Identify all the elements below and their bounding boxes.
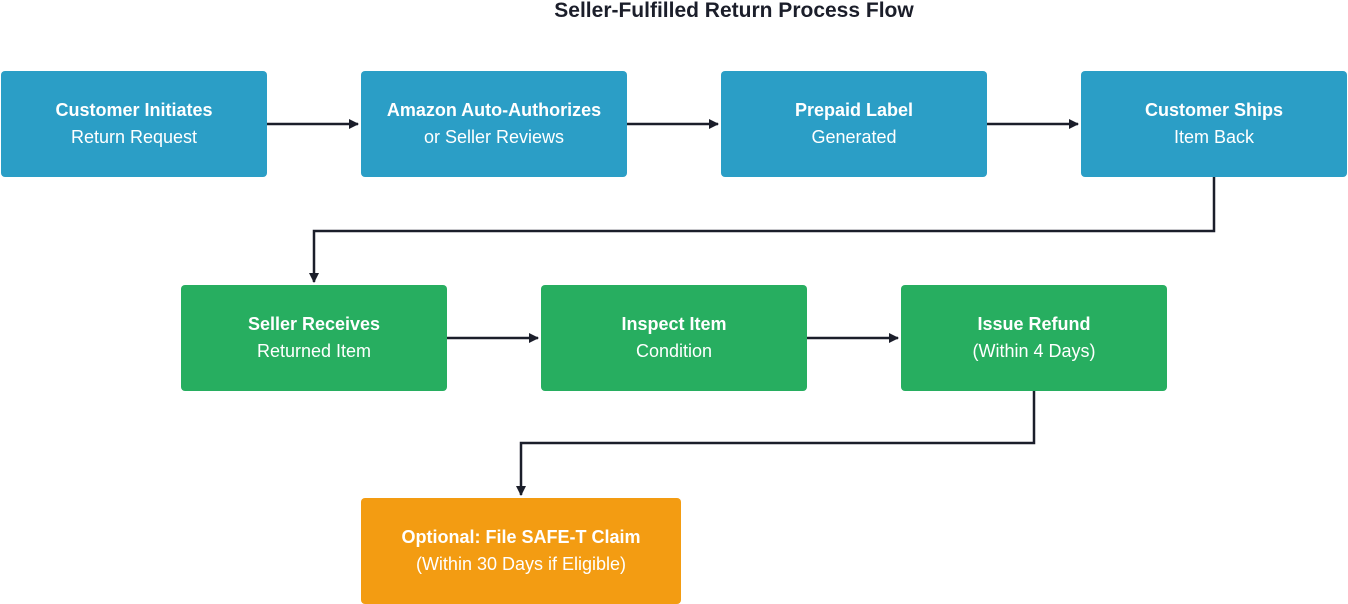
arrow-7-to-8 xyxy=(516,390,1036,496)
node-prepaid-label: Prepaid Label Generated xyxy=(721,71,987,177)
node-inspect-item: Inspect Item Condition xyxy=(541,285,807,391)
arrow-4-to-5 xyxy=(309,177,1216,283)
node-sublabel: (Within 4 Days) xyxy=(972,341,1096,361)
node-label: Issue Refund xyxy=(977,314,1091,334)
node-customer-ships: Customer Ships Item Back xyxy=(1081,71,1347,177)
node-sublabel: Return Request xyxy=(70,127,198,147)
diagram-title: Seller-Fulfilled Return Process Flow xyxy=(554,0,914,22)
node-sublabel: Item Back xyxy=(1173,127,1255,147)
node-label: Seller Receives xyxy=(247,314,381,334)
node-label: Optional: File SAFE-T Claim xyxy=(401,527,641,547)
node-label: Amazon Auto-Authorizes xyxy=(386,100,602,120)
node-amazon-auto-authorizes: Amazon Auto-Authorizes or Seller Reviews xyxy=(361,71,627,177)
node-label: Prepaid Label xyxy=(794,100,914,120)
node-sublabel: Returned Item xyxy=(256,341,372,361)
node-label: Inspect Item xyxy=(621,314,727,334)
node-sublabel: Generated xyxy=(811,127,897,147)
node-issue-refund: Issue Refund (Within 4 Days) xyxy=(901,285,1167,391)
node-label: Customer Initiates xyxy=(55,100,213,120)
node-label: Customer Ships xyxy=(1144,100,1284,120)
node-seller-receives: Seller Receives Returned Item xyxy=(181,285,447,391)
node-sublabel: (Within 30 Days if Eligible) xyxy=(415,554,627,574)
node-sublabel: Condition xyxy=(635,341,713,361)
node-customer-initiates: Customer Initiates Return Request xyxy=(1,71,267,177)
node-sublabel: or Seller Reviews xyxy=(423,127,565,147)
node-safe-t-claim: Optional: File SAFE-T Claim (Within 30 D… xyxy=(361,498,681,604)
